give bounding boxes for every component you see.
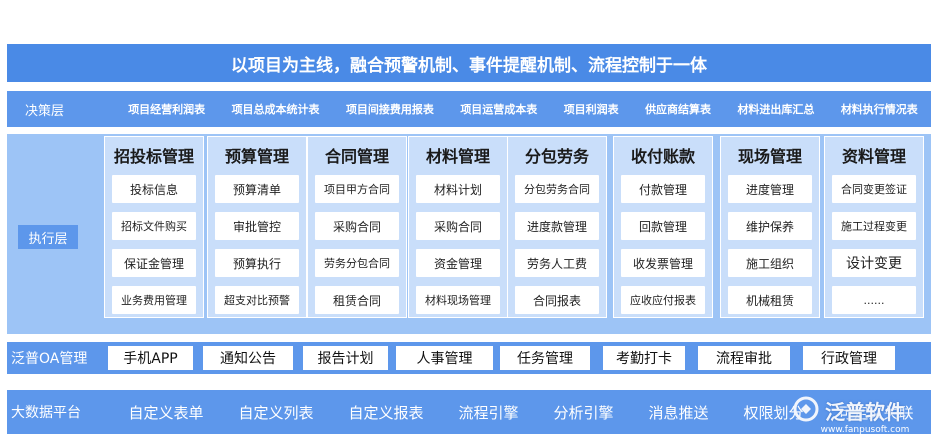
module-item: 投标信息 <box>112 175 196 203</box>
module-item: 招标文件购买 <box>112 212 196 240</box>
oa-item: 流程审批 <box>698 346 790 370</box>
module-item: 分包劳务合同 <box>515 175 599 203</box>
bigdata-item: 分析引擎 <box>553 403 614 422</box>
module-item: 材料计划 <box>416 175 500 203</box>
module-item: 施工过程变更 <box>832 212 916 240</box>
module-title: 资料管理 <box>841 147 906 166</box>
oa-item: 考勤打卡 <box>603 346 685 370</box>
module-item: 劳务分包合同 <box>315 249 399 277</box>
module-item: 进度款管理 <box>515 212 599 240</box>
module-card: 合同管理项目甲方合同采购合同劳务分包合同租赁合同 <box>307 136 407 318</box>
bigdata-layer-label: 大数据平台 <box>11 405 81 421</box>
module-item: 回款管理 <box>621 212 705 240</box>
logo-url: www.fanpusoft.com <box>820 425 910 435</box>
module-item: 应收应付报表 <box>621 286 705 314</box>
module-item: 材料现场管理 <box>416 286 500 314</box>
bigdata-item: 自定义报表 <box>348 403 424 422</box>
module-item: 保证金管理 <box>112 249 196 277</box>
module-item: 采购合同 <box>315 212 399 240</box>
module-item: ...... <box>832 286 916 314</box>
module-card: 招投标管理投标信息招标文件购买保证金管理业务费用管理 <box>104 136 204 318</box>
module-title: 分包劳务 <box>524 147 589 166</box>
oa-layer-label: 泛普OA管理 <box>11 351 88 367</box>
module-title: 现场管理 <box>737 147 802 166</box>
module-item: 租赁合同 <box>315 286 399 314</box>
oa-item: 报告计划 <box>303 346 388 370</box>
module-item: 预算清单 <box>215 175 299 203</box>
module-item: 审批管控 <box>215 212 299 240</box>
module-card: 分包劳务分包劳务合同进度款管理劳务人工费合同报表 <box>507 136 607 318</box>
page-title: 以项目为主线，融合预警机制、事件提醒机制、流程控制于一体 <box>7 44 931 82</box>
module-card: 材料管理材料计划采购合同资金管理材料现场管理 <box>408 136 508 318</box>
module-card: 现场管理进度管理维护保养施工组织机械租赁 <box>720 136 820 318</box>
module-item: 劳务人工费 <box>515 249 599 277</box>
module-title: 收付账款 <box>630 147 695 166</box>
module-item: 预算执行 <box>215 249 299 277</box>
module-item: 付款管理 <box>621 175 705 203</box>
module-item: 进度管理 <box>728 175 812 203</box>
decision-item: 项目经营利润表 <box>128 103 206 116</box>
module-item: 维护保养 <box>728 212 812 240</box>
oa-item: 通知公告 <box>203 346 293 370</box>
bigdata-item: 流程引擎 <box>458 403 519 422</box>
module-card: 收付账款付款管理回款管理收发票管理应收应付报表 <box>613 136 713 318</box>
module-item: 资金管理 <box>416 249 500 277</box>
module-item: 超支对比预警 <box>215 286 299 314</box>
decision-item: 供应商结算表 <box>645 103 712 116</box>
module-item: 业务费用管理 <box>112 286 196 314</box>
bigdata-item: 消息推送 <box>648 403 709 422</box>
module-item: 合同报表 <box>515 286 599 314</box>
bigdata-item: 权限划分 <box>743 403 804 422</box>
oa-item: 行政管理 <box>803 346 895 370</box>
bigdata-items: 自定义表单 自定义列表 自定义报表 流程引擎 分析引擎 消息推送 权限划分 可定义关联 <box>111 402 931 423</box>
oa-item: 人事管理 <box>396 346 493 370</box>
bigdata-item: 自定义表单 <box>128 403 204 422</box>
oa-item: 任务管理 <box>500 346 590 370</box>
decision-item: 材料执行情况表 <box>840 103 918 116</box>
module-item: 机械租赁 <box>728 286 812 314</box>
module-card: 资料管理合同变更签证施工过程变更设计变更...... <box>824 136 924 318</box>
module-item: 施工组织 <box>728 249 812 277</box>
module-item: 设计变更 <box>832 249 916 277</box>
decision-layer: 决策层 项目经营利润表 项目总成本统计表 项目间接费用报表 项目运营成本表 项目利润表 供… <box>7 91 931 127</box>
module-item: 合同变更签证 <box>832 175 916 203</box>
module-title: 预算管理 <box>224 147 289 166</box>
module-item: 收发票管理 <box>621 249 705 277</box>
decision-items: 项目经营利润表 项目总成本统计表 项目间接费用报表 项目运营成本表 项目利润表 供应商结算… <box>115 101 931 117</box>
decision-item: 项目间接费用报表 <box>345 103 434 116</box>
module-title: 招投标管理 <box>113 147 194 166</box>
logo-name: 泛普软件 <box>825 400 905 424</box>
decision-item: 项目总成本统计表 <box>231 103 320 116</box>
brand-logo: 泛普软件 www.fanpusoft.com <box>795 396 935 436</box>
module-card: 预算管理预算清单审批管控预算执行超支对比预警 <box>207 136 307 318</box>
bigdata-item: 自定义列表 <box>238 403 314 422</box>
execution-layer-label: 执行层 <box>18 225 78 249</box>
decision-item: 材料进出库汇总 <box>737 103 815 116</box>
module-title: 材料管理 <box>425 147 490 166</box>
module-title: 合同管理 <box>324 147 389 166</box>
bigdata-layer: 大数据平台 自定义表单 自定义列表 自定义报表 流程引擎 分析引擎 消息推送 权限划分 可定义… <box>7 390 931 434</box>
oa-layer: 泛普OA管理 手机APP 通知公告报告计划人事管理任务管理考勤打卡流程审批行政管理 <box>7 342 931 374</box>
module-item: 采购合同 <box>416 212 500 240</box>
decision-item: 项目运营成本表 <box>460 103 538 116</box>
module-item: 项目甲方合同 <box>315 175 399 203</box>
decision-layer-label: 决策层 <box>25 103 65 119</box>
oa-item: 手机APP <box>108 346 193 370</box>
logo-icon <box>793 396 819 422</box>
decision-item: 项目利润表 <box>563 103 619 116</box>
bigdata-item: 可定义关联 <box>838 403 914 422</box>
